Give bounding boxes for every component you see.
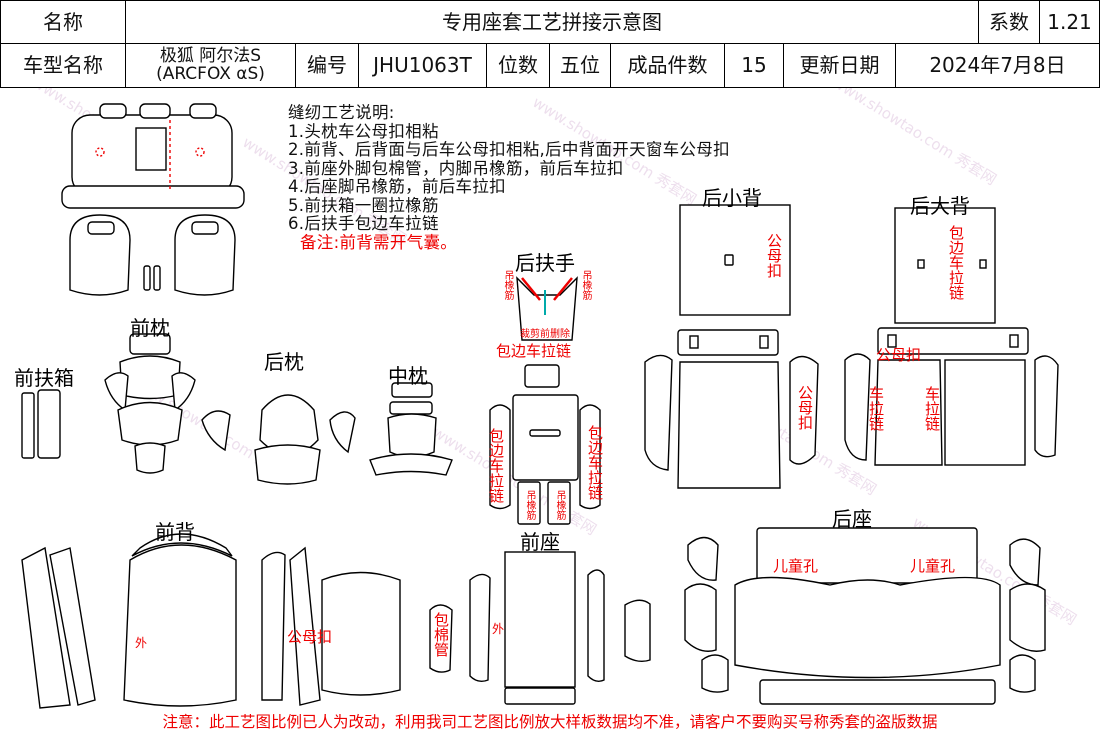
seats-value: 五位 <box>549 43 611 88</box>
name-label: 名称 <box>0 0 126 44</box>
label-mid-headrest: 中枕 <box>388 364 428 388</box>
front-seat-pieces <box>469 551 651 705</box>
header-table: 名称 专用座套工艺拼接示意图 系数 1.21 车型名称 极狐 阿尔法S (ARC… <box>0 0 1100 88</box>
note-snap-small-back: 公母扣 <box>765 233 783 278</box>
front-armbox-pieces <box>21 389 61 459</box>
note-snap-front-back: 公母扣 <box>287 628 333 646</box>
note-child-hole-left: 儿童孔 <box>773 557 819 575</box>
note-edge-zipper-left: 包边车拉链 <box>487 428 505 503</box>
pieces-value: 15 <box>724 43 784 88</box>
label-front-back: 前背 <box>155 520 195 544</box>
rear-big-back-pieces <box>844 207 1059 466</box>
model-label: 车型名称 <box>0 43 126 88</box>
label-front-seat: 前座 <box>520 530 560 554</box>
note-item: 2.前背、后背面与后车公母扣相粘,后中背面开天窗车公母扣 <box>288 140 730 159</box>
notes-heading: 缝纫工艺说明: <box>288 103 395 122</box>
date-label: 更新日期 <box>783 43 896 88</box>
rear-small-back-pieces <box>644 204 819 489</box>
rear-armrest-pieces <box>489 276 601 525</box>
note-wrap-foam: 包棉管 <box>432 612 450 657</box>
front-back-pieces <box>21 533 453 709</box>
note-edge-zip-big-back: 包边车拉链 <box>947 225 965 300</box>
coef-value: 1.21 <box>1039 0 1100 44</box>
note-hang-elastic: 吊橡筋 <box>580 270 591 300</box>
rear-seat-pieces <box>684 527 1046 705</box>
note-snap-small-back-side: 公母扣 <box>796 385 814 430</box>
pattern-drawing <box>21 103 1059 709</box>
note-outer-seat: 外 <box>492 622 505 636</box>
overview-front-seats <box>69 214 236 296</box>
note-zipper-right: 车拉链 <box>923 386 941 431</box>
label-rear-small-back: 后小背 <box>702 186 762 210</box>
diagram-title: 专用座套工艺拼接示意图 <box>125 0 979 44</box>
coef-label: 系数 <box>978 0 1040 44</box>
note-hang-elastic: 吊橡筋 <box>554 490 565 520</box>
note-snap-big-back: 公母扣 <box>876 346 922 364</box>
footer-warning: 注意：此工艺图比例已人为改动，利用我司工艺图比例放大样板数据均不准，请客户不要购… <box>162 713 938 731</box>
note-hang-elastic: 吊橡筋 <box>524 490 535 520</box>
notes-remark: 备注:前背需开气囊。 <box>300 232 458 252</box>
mid-headrest-pieces <box>369 382 453 476</box>
sewing-notes: 缝纫工艺说明: 1.头枕车公母扣相粘 2.前背、后背面与后车公母扣相粘,后中背面… <box>288 103 730 252</box>
label-rear-armrest: 后扶手 <box>515 251 575 275</box>
rear-headrest-pieces <box>201 394 356 485</box>
model-line2: (ARCFOX αS) <box>156 63 265 84</box>
pieces-label: 成品件数 <box>610 43 725 88</box>
seats-label: 位数 <box>486 43 550 88</box>
model-line1: 极狐 阿尔法S <box>159 45 262 66</box>
note-item: 4.后座脚吊橡筋，前后车拉扣 <box>288 177 506 196</box>
label-rear-seat: 后座 <box>832 507 872 531</box>
note-item: 6.后扶手包边车拉链 <box>288 214 439 233</box>
note-outer: 外 <box>135 636 148 650</box>
note-item: 5.前扶箱一圈拉橡筋 <box>288 195 439 215</box>
note-zipper-left: 车拉链 <box>867 386 885 431</box>
note-child-hole-right: 儿童孔 <box>910 557 956 575</box>
front-headrest-pieces <box>104 333 196 474</box>
model-value: 极狐 阿尔法S (ARCFOX αS) <box>125 43 296 88</box>
note-hang-elastic: 吊橡筋 <box>502 270 513 300</box>
note-item: 1.头枕车公母扣相粘 <box>288 121 439 141</box>
label-rear-headrest: 后枕 <box>264 350 304 374</box>
label-front-headrest: 前枕 <box>130 316 170 340</box>
date-value: 2024年7月8日 <box>895 43 1100 88</box>
code-value: JHU1063T <box>358 43 487 88</box>
note-cut-remove: 裁剪前删除 <box>520 329 570 340</box>
code-label: 编号 <box>295 43 359 88</box>
label-front-armbox: 前扶箱 <box>14 366 74 390</box>
note-item: 3.前座外脚包棉管，内脚吊橡筋，前后车拉扣 <box>288 158 624 178</box>
overview-rear-bench <box>61 103 245 209</box>
label-rear-big-back: 后大背 <box>910 194 970 218</box>
note-edge-zipper-right: 包边车拉链 <box>586 425 604 500</box>
note-edge-zipper: 包边车拉链 <box>496 342 572 360</box>
